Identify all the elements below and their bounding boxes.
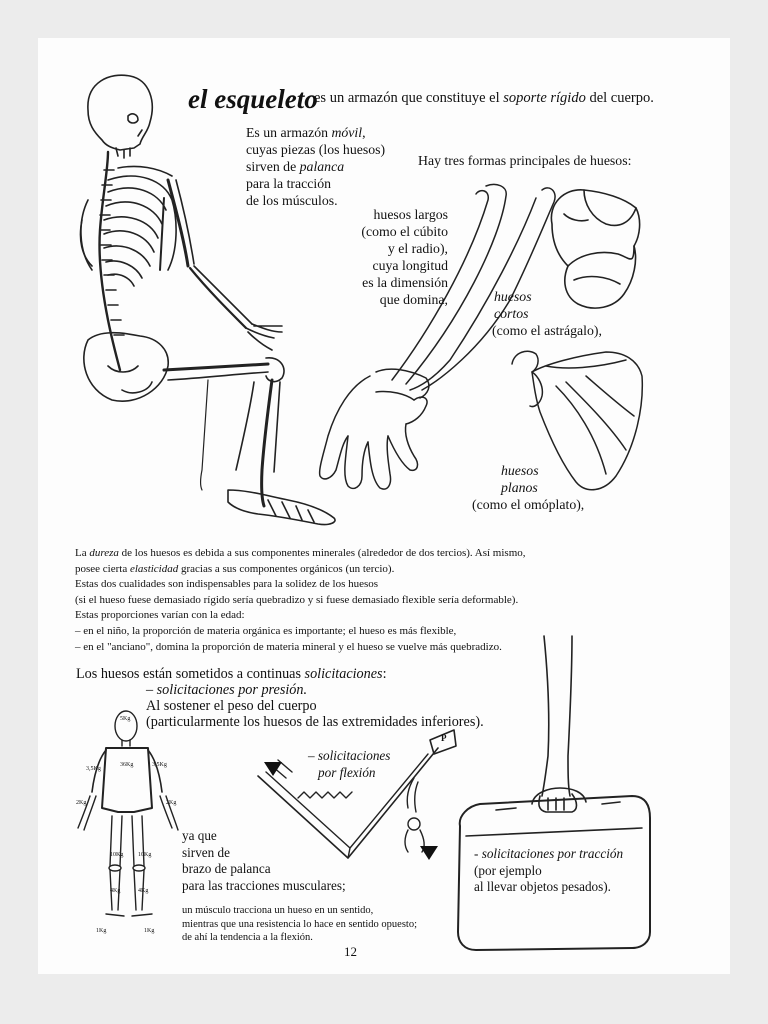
talus-bone-illustration (544, 184, 644, 319)
title-subtitle: es un armazón que constituye el soporte … (314, 90, 654, 106)
lever-text: ya que sirven de brazo de palanca para l… (182, 828, 346, 893)
mannequin-label-thigh-left: 10Kg (110, 852, 124, 858)
long-bones-text: huesos largos (como el cúbito y el radio… (361, 207, 448, 307)
mannequin-label-head: 5Kg (120, 716, 131, 722)
flexion-label: – solicitaciones por flexión (308, 748, 391, 780)
arrow-down-icon (264, 762, 282, 776)
pressure-label: – solicitaciones por presión. (146, 682, 308, 698)
mannequin-label-arm-left: 3,5Kg (86, 766, 101, 772)
page-number: 12 (344, 944, 357, 959)
suitcase-arm-illustration (454, 635, 654, 961)
traction-text: - solicitaciones por tracción (por ejemp… (474, 846, 624, 894)
mannequin-label-thigh-right: 10Kg (138, 852, 152, 858)
bone-forms-heading: Hay tres formas principales de huesos: (418, 153, 632, 168)
flat-bones-text: huesos planos (como el omóplato), (472, 463, 585, 512)
movil-description: Es un armazón móvil, cuyas piezas (los h… (246, 125, 386, 208)
scapula-bone-illustration (506, 346, 646, 501)
mannequin-label-torso: 36Kg (120, 762, 134, 768)
mannequin-label-forearm-right: 2Kg (166, 800, 177, 806)
page-sheet (38, 38, 730, 974)
seated-skeleton-illustration (68, 70, 348, 555)
mannequin-label-leg-right: 4Kg (138, 888, 149, 894)
page-title: el esqueleto (188, 84, 318, 114)
pressure-text-2: (particularmente los huesos de las extre… (146, 714, 484, 730)
mannequin-label-forearm-left: 2Kg (76, 800, 87, 806)
weight-label: P (441, 733, 447, 743)
mannequin-label-foot-left: 1Kg (96, 928, 107, 934)
forearm-bones-illustration (310, 180, 570, 515)
mannequin-weight-figure (68, 700, 188, 945)
short-bones-text: huesos cortos (como el astrágalo), (492, 289, 602, 338)
mannequin-label-leg-left: 4Kg (110, 888, 121, 894)
arrow-down-icon (420, 846, 438, 860)
lever-flexion-illustration (257, 726, 458, 881)
mannequin-label-foot-right: 1Kg (144, 928, 155, 934)
pressure-text-1: Al sostener el peso del cuerpo (146, 698, 317, 714)
solicitaciones-heading: Los huesos están sometidos a continuas s… (76, 666, 387, 682)
muscle-flexion-text: un músculo tracciona un hueso en un sent… (182, 905, 418, 943)
bone-hardness-paragraph: La dureza de los huesos es debida a sus … (75, 547, 526, 653)
mannequin-label-arm-right: 3,5Kg (152, 762, 167, 768)
